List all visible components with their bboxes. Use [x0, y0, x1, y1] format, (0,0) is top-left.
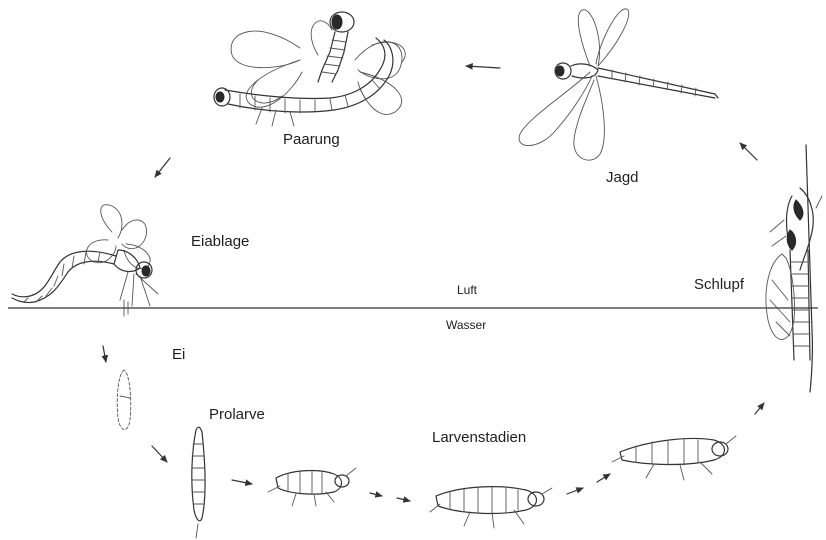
stage-label-larvenstadien: Larvenstadien	[432, 429, 526, 446]
arrow-larva-to-schlupf	[755, 403, 764, 414]
arrow-paarung-to-eiablage	[155, 158, 170, 177]
arrow-prolarve-to-larva	[232, 480, 252, 484]
arrow-eiablage-to-ei	[103, 346, 106, 362]
egg-laying-dragonfly-illustration	[12, 205, 158, 316]
boundary-label-water: Wasser	[446, 318, 486, 332]
arrow-larva-step-2a	[567, 488, 583, 494]
prolarva-illustration	[192, 427, 205, 538]
arrow-jagd-to-paarung	[466, 66, 500, 68]
egg-illustration	[117, 370, 131, 430]
emerging-dragonfly-illustration	[766, 145, 822, 392]
mating-dragonflies-illustration	[214, 12, 405, 126]
stage-label-prolarve: Prolarve	[209, 406, 265, 423]
stage-label-jagd: Jagd	[606, 169, 639, 186]
stage-label-eiablage: Eiablage	[191, 233, 249, 250]
hunting-dragonfly-illustration	[519, 9, 718, 160]
larva-small-illustration	[268, 468, 356, 506]
stage-label-schlupf: Schlupf	[694, 276, 744, 293]
boundary-label-air: Luft	[457, 283, 477, 297]
stage-label-ei: Ei	[172, 346, 185, 363]
larva-large-illustration	[612, 436, 736, 480]
arrow-ei-to-prolarve	[152, 446, 167, 462]
arrow-larva-step-2b	[597, 474, 610, 482]
arrow-larva-step-1a	[370, 493, 382, 496]
arrow-schlupf-to-jagd	[740, 143, 757, 160]
stage-label-paarung: Paarung	[283, 131, 340, 148]
arrow-larva-step-1b	[397, 498, 410, 501]
larva-medium-illustration	[430, 487, 552, 528]
